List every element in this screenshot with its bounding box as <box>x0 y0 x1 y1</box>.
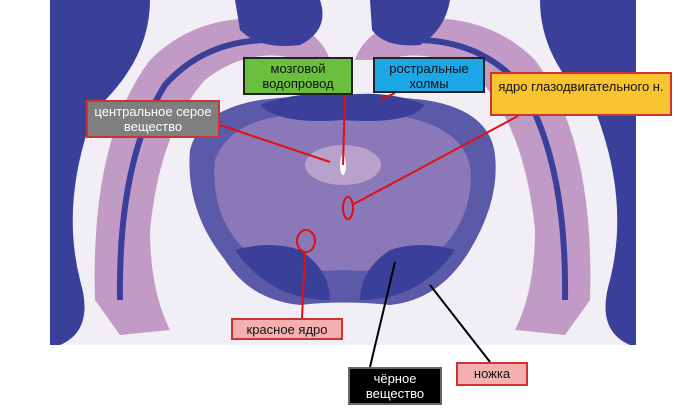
label-peduncle: ножка <box>456 362 528 386</box>
label-rostral-colliculi: ростральные холмы <box>373 57 485 93</box>
pointer-peduncle <box>429 284 491 363</box>
pointer-central-gray <box>219 124 331 163</box>
label-red-nucleus: красное ядро <box>231 318 343 340</box>
left-peduncle-region <box>235 245 330 300</box>
left-hippocampus <box>94 18 330 335</box>
label-oculomotor-nucleus: ядро глазодвигательного н. <box>490 72 672 116</box>
pointer-colliculi <box>379 92 396 101</box>
left-outer-cortex <box>50 0 150 345</box>
pointer-red-nucleus <box>301 251 306 319</box>
midbrain-tegmentum <box>214 112 471 271</box>
oculomotor-nucleus-ring <box>342 196 354 220</box>
colliculi-region <box>260 93 425 121</box>
label-aqueduct: мозговой водопровод <box>243 57 353 95</box>
red-nucleus-ring <box>296 229 316 253</box>
top-left-blob <box>235 0 323 46</box>
right-peduncle-region <box>360 245 455 300</box>
pointer-lines <box>219 92 519 319</box>
top-right-blob <box>370 0 450 46</box>
pointer-oculomotor <box>351 115 519 206</box>
pointer-aqueduct <box>342 94 346 166</box>
black-pointers <box>369 261 491 368</box>
pointer-substantia-nigra <box>369 261 396 368</box>
left-hippocampus-layer <box>116 37 271 301</box>
label-substantia-nigra: чёрное вещество <box>348 367 442 405</box>
label-central-gray: центральное серое вещество <box>86 100 220 138</box>
